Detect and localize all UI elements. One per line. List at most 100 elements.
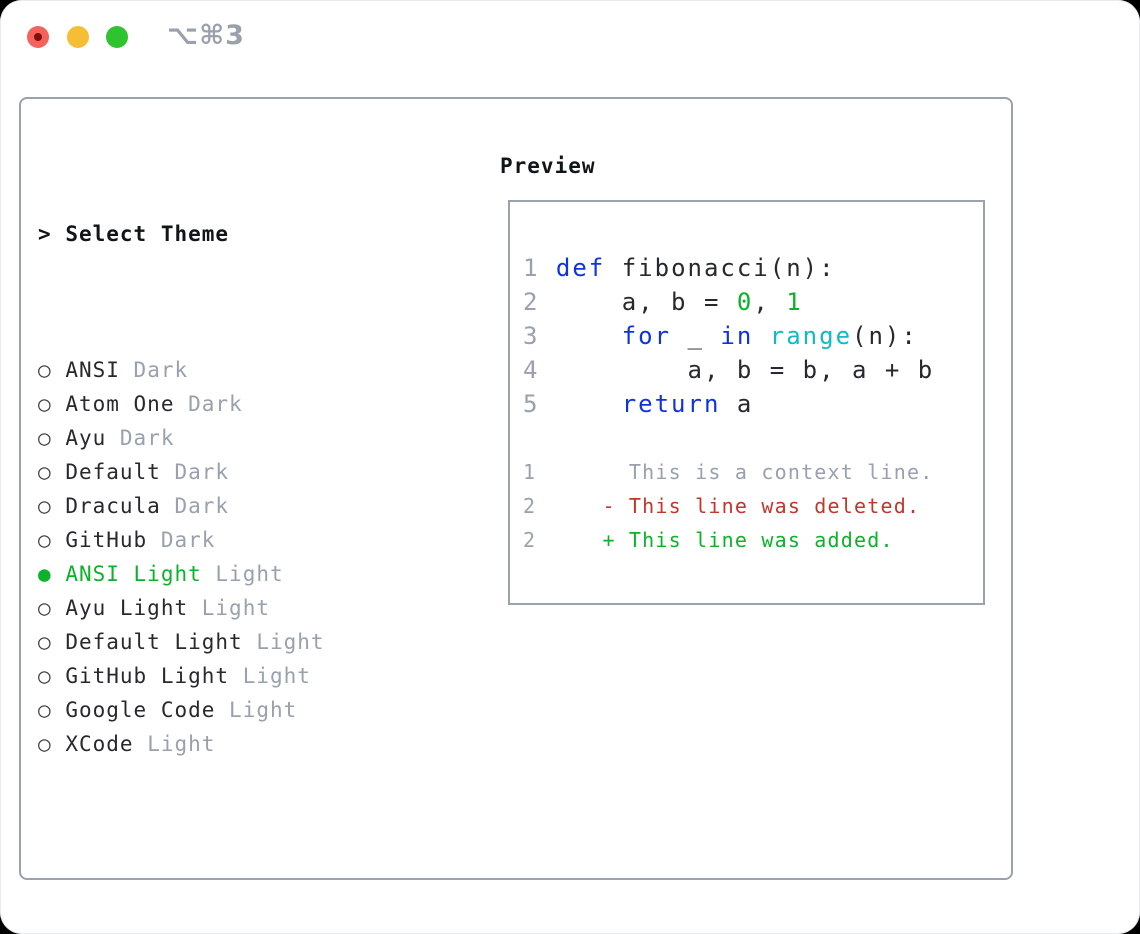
radio-unselected-icon: ○: [38, 630, 52, 654]
token-keyword: def: [555, 254, 606, 282]
theme-item[interactable]: ○ Google Code Light: [38, 693, 420, 727]
item-label: GitHub: [65, 528, 148, 552]
item-variant-label: Light: [242, 664, 311, 688]
token-plain: a: [720, 390, 754, 418]
token-context: This is a context line.: [549, 460, 934, 484]
token-plain: a, b = b, a + b: [555, 356, 935, 384]
spacer-row: [38, 863, 420, 897]
token-keyword: in: [720, 322, 754, 350]
minimize-button[interactable]: [66, 26, 89, 48]
item-variant-label: Light: [215, 562, 284, 586]
theme-item[interactable]: ○ Default Dark: [38, 455, 420, 489]
theme-item[interactable]: ○ Atom One Dark: [38, 387, 420, 421]
item-label: ANSI: [65, 358, 120, 382]
item-label: Dracula: [65, 494, 161, 518]
token-keyword: for: [621, 322, 672, 350]
line-number: 5: [523, 390, 556, 418]
token-number: 0: [736, 288, 754, 316]
line-number: 1: [523, 254, 556, 282]
token-plain: a, b =: [555, 288, 737, 316]
item-label: Ayu: [65, 426, 107, 450]
code-line: 5 return a: [523, 387, 983, 421]
item-variant-label: Light: [201, 596, 270, 620]
item-variant-label: Light: [147, 732, 216, 756]
theme-list: ○ ANSI Dark○ Atom One Dark○ Ayu Dark○ De…: [38, 353, 420, 761]
code-line: 2 a, b = 0, 1: [523, 285, 983, 319]
item-variant-label: Dark: [119, 426, 175, 450]
titlebar: ⌥⌘3: [0, 0, 1140, 75]
theme-panel: > Select Theme ○ ANSI Dark○ Atom One Dar…: [19, 97, 1013, 880]
radio-unselected-icon: ○: [38, 358, 52, 382]
radio-unselected-icon: ○: [38, 426, 52, 450]
token-plain: [753, 322, 769, 350]
theme-item[interactable]: ○ Ayu Light Light: [38, 591, 420, 625]
radio-unselected-icon: ○: [38, 392, 52, 416]
theme-item[interactable]: ○ ANSI Dark: [38, 353, 420, 387]
item-variant-label: Dark: [160, 528, 216, 552]
item-variant-label: Dark: [174, 460, 230, 484]
token-plain: _: [671, 322, 721, 350]
radio-unselected-icon: ○: [38, 528, 52, 552]
line-number: 4: [523, 356, 556, 384]
diff-line: 1 This is a context line.: [523, 455, 983, 489]
diff-line: 2 + This line was added.: [523, 523, 983, 557]
theme-item[interactable]: ○ Default Light Light: [38, 625, 420, 659]
item-label: ANSI Light: [65, 562, 202, 586]
theme-item[interactable]: ○ GitHub Dark: [38, 523, 420, 557]
close-button[interactable]: [27, 26, 49, 48]
radio-unselected-icon: ○: [38, 698, 52, 722]
diff-preview-block: 1 This is a context line.2 - This line w…: [523, 455, 983, 557]
line-number: 2: [523, 288, 556, 316]
item-label: Google Code: [65, 698, 216, 722]
item-variant-label: Light: [256, 630, 325, 654]
radio-unselected-icon: ○: [38, 494, 52, 518]
theme-item[interactable]: ● ANSI Light Light: [38, 557, 420, 591]
item-label: GitHub Light: [65, 664, 230, 688]
token-plain: fibonacci(n):: [605, 254, 836, 282]
window-shortcut-label: ⌥⌘3: [167, 20, 245, 51]
token-plain: ,: [753, 288, 787, 316]
item-variant-label: Dark: [188, 392, 243, 416]
zoom-button[interactable]: [106, 26, 128, 48]
theme-item[interactable]: ○ GitHub Light Light: [38, 659, 420, 693]
code-line: 3 for _ in range(n):: [523, 319, 983, 353]
radio-selected-icon: ●: [38, 562, 52, 586]
line-number: 2: [523, 494, 550, 518]
token-plain: [556, 322, 622, 350]
cursor-prefix: >: [38, 222, 52, 246]
radio-unselected-icon: ○: [38, 664, 52, 688]
token-plain: (n):: [852, 322, 918, 350]
item-variant-label: Dark: [174, 494, 230, 518]
token-number: 1: [786, 288, 803, 316]
diff-line: 2 - This line was deleted.: [523, 489, 983, 523]
radio-unselected-icon: ○: [38, 460, 52, 484]
item-label: XCode: [65, 732, 134, 756]
token-plain: [556, 390, 622, 418]
inner-dot-icon: [34, 33, 42, 41]
code-line: 1 def fibonacci(n):: [523, 251, 983, 285]
code-line: 4 a, b = b, a + b: [523, 353, 983, 387]
theme-item[interactable]: ○ Dracula Dark: [38, 489, 420, 523]
item-label: Default Light: [65, 630, 243, 654]
item-label: Atom One: [65, 392, 175, 416]
select-theme-title: Select Theme: [65, 222, 230, 246]
preview-title: Preview: [500, 154, 596, 178]
theme-item[interactable]: ○ XCode Light: [38, 727, 420, 761]
item-label: Ayu Light: [65, 596, 189, 620]
line-number: 1: [523, 460, 550, 484]
radio-unselected-icon: ○: [38, 732, 52, 756]
line-number: 3: [523, 322, 556, 350]
theme-selector: > Select Theme ○ ANSI Dark○ Atom One Dar…: [38, 149, 420, 934]
radio-unselected-icon: ○: [38, 596, 52, 620]
item-variant-label: Light: [229, 698, 298, 722]
token-deleted: - This line was deleted.: [549, 494, 921, 518]
item-label: Default: [65, 460, 161, 484]
token-keyword: return: [621, 390, 721, 418]
token-added: + This line was added.: [549, 528, 894, 552]
item-variant-label: Dark: [133, 358, 189, 382]
select-theme-header: > Select Theme: [38, 217, 420, 251]
theme-item[interactable]: ○ Ayu Dark: [38, 421, 420, 455]
